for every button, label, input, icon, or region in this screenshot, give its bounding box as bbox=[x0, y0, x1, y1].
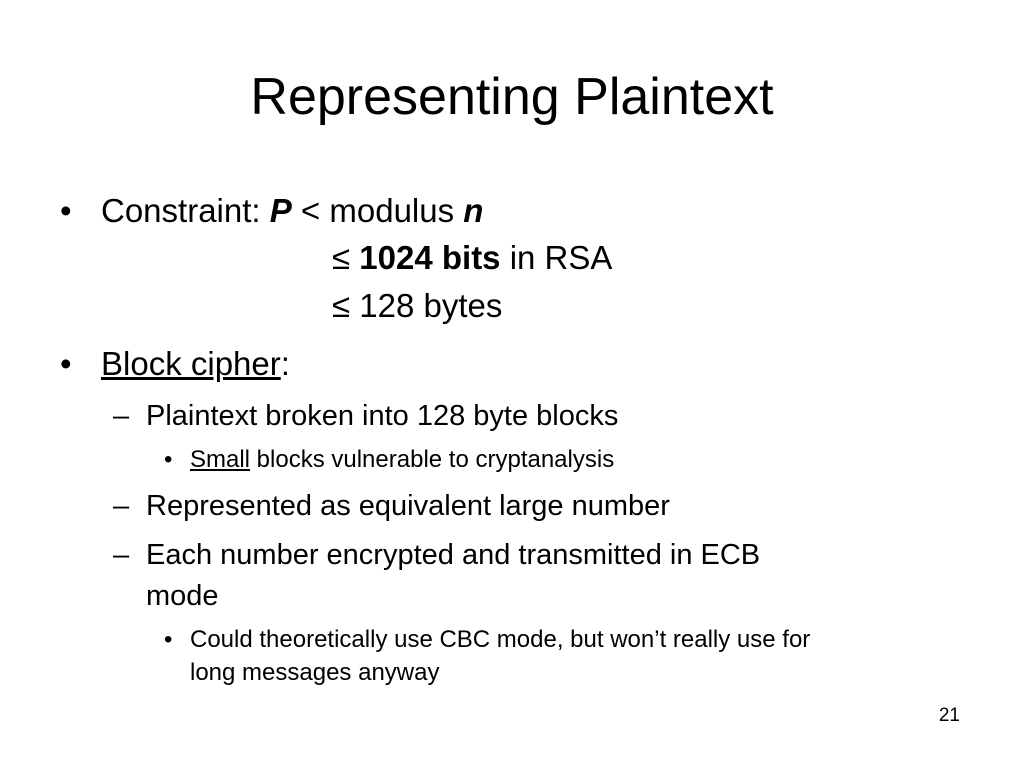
sub-bullet-text-line-1: Each number encrypted and transmitted in… bbox=[146, 539, 761, 571]
small-underlined: Small bbox=[190, 446, 251, 473]
sub-bullet-text-line-2: mode bbox=[146, 580, 219, 612]
block-cipher-label: Block cipher bbox=[101, 345, 281, 382]
bullet-dot: • bbox=[164, 626, 173, 653]
variable-p: P bbox=[269, 192, 292, 229]
block-cipher-colon: : bbox=[280, 345, 290, 382]
constraint-line-2: ≤ 1024 bits in RSA bbox=[332, 238, 612, 278]
sub-bullet-text: Represented as equivalent large number bbox=[146, 490, 670, 522]
sub-bullet-text: Plaintext broken into 128 byte blocks bbox=[146, 400, 619, 432]
bits-value: 1024 bits bbox=[359, 239, 501, 276]
slide-title: Representing Plaintext bbox=[250, 68, 774, 126]
bullet-dot: • bbox=[60, 345, 72, 382]
dash-marker: – bbox=[113, 539, 130, 571]
bullet-dot: • bbox=[164, 446, 173, 473]
block-cipher-text: Block cipher: bbox=[101, 344, 290, 384]
constraint-line-3: ≤ 128 bytes bbox=[332, 287, 503, 324]
variable-n: n bbox=[463, 192, 484, 229]
constraint-text: Constraint: P < modulus n bbox=[101, 191, 483, 231]
page-number: 21 bbox=[938, 705, 960, 726]
dash-marker: – bbox=[113, 400, 130, 432]
cbc-text-line-2: long messages anyway bbox=[190, 659, 440, 686]
leq-symbol: ≤ bbox=[332, 239, 360, 276]
small-rest: blocks vulnerable to cryptanalysis bbox=[250, 446, 615, 473]
less-than-modulus: < modulus bbox=[291, 192, 464, 229]
bullet-dot: • bbox=[60, 192, 72, 229]
sub-sub-bullet-text: Small blocks vulnerable to cryptanalysis bbox=[190, 443, 614, 476]
constraint-label: Constraint: bbox=[101, 192, 270, 229]
dash-marker: – bbox=[113, 490, 130, 522]
in-rsa-text: in RSA bbox=[500, 239, 613, 276]
cbc-text-line-1: Could theoretically use CBC mode, but wo… bbox=[190, 626, 811, 653]
